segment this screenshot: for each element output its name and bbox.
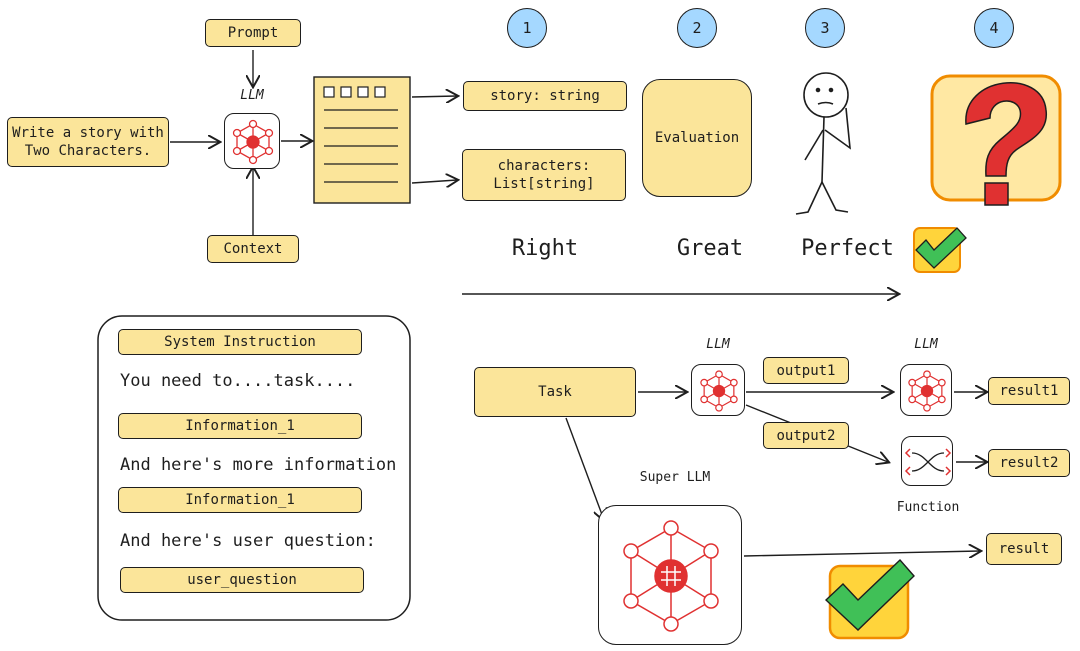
function-node bbox=[901, 436, 953, 486]
thinking-person-icon bbox=[795, 72, 851, 215]
task-box: Task bbox=[474, 367, 636, 417]
llm-label-2: LLM bbox=[706, 337, 730, 352]
information-box-2: Information_1 bbox=[118, 487, 362, 513]
network-icon bbox=[232, 119, 274, 165]
llm-label: LLM bbox=[240, 88, 264, 103]
llm-node-2 bbox=[691, 364, 745, 416]
network-icon bbox=[700, 370, 738, 412]
step-badge-4: 4 bbox=[974, 8, 1014, 48]
step-badge-1: 1 bbox=[507, 8, 547, 48]
characters-output-box: characters: List[string] bbox=[462, 149, 626, 201]
llm-node bbox=[224, 113, 280, 169]
result1-box: result1 bbox=[988, 377, 1070, 405]
context-box: Context bbox=[207, 235, 299, 263]
prompt-panel bbox=[97, 315, 411, 621]
super-llm-node bbox=[598, 505, 742, 645]
step-label-right: Right bbox=[511, 236, 579, 261]
information-box-1: Information_1 bbox=[118, 413, 362, 439]
story-request-box: Write a story with Two Characters. bbox=[7, 117, 169, 167]
checkmark-icon bbox=[913, 227, 967, 273]
prompt-box: Prompt bbox=[205, 19, 301, 47]
step-label-great: Great bbox=[676, 236, 744, 261]
result2-box: result2 bbox=[988, 449, 1070, 477]
network-icon bbox=[908, 370, 946, 412]
function-label: Function bbox=[896, 500, 960, 515]
user-question-line: And here's user question: bbox=[120, 531, 376, 551]
story-output-box: story: string bbox=[463, 81, 627, 111]
result-box: result bbox=[986, 533, 1062, 565]
task-line: You need to....task.... bbox=[120, 371, 356, 391]
question-mark-icon bbox=[930, 74, 1062, 206]
checkmark-large-icon bbox=[824, 558, 915, 640]
crossing-arrows-icon bbox=[904, 448, 952, 476]
document-icon bbox=[313, 76, 411, 204]
llm-label-3: LLM bbox=[914, 337, 938, 352]
llm-node-3 bbox=[900, 364, 952, 416]
system-instruction-box: System Instruction bbox=[118, 329, 362, 355]
network-large-icon bbox=[623, 520, 719, 632]
step-badge-2: 2 bbox=[677, 8, 717, 48]
user-question-box: user_question bbox=[120, 567, 364, 593]
more-info-line: And here's more information bbox=[120, 455, 397, 475]
step-badge-3: 3 bbox=[805, 8, 845, 48]
step-label-perfect: Perfect bbox=[801, 236, 894, 261]
super-llm-label: Super LLM bbox=[639, 470, 711, 485]
output2-box: output2 bbox=[763, 422, 849, 449]
evaluation-box: Evaluation bbox=[642, 79, 752, 197]
output1-box: output1 bbox=[763, 357, 849, 384]
